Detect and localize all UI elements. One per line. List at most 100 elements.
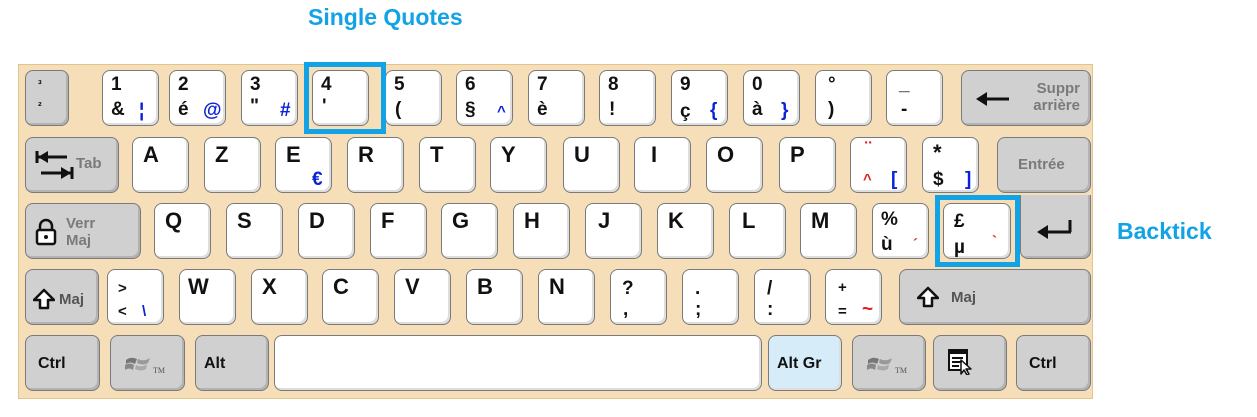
key-d[interactable]: D [298, 203, 355, 259]
key-c[interactable]: C [322, 269, 379, 325]
key-label-altgr: ¦ [139, 100, 145, 121]
key-label-bottom: ç [680, 101, 691, 122]
key-0[interactable]: 0 à } [743, 70, 800, 126]
right-shift-key[interactable]: Maj [899, 269, 1091, 325]
alt-gr-label: Alt Gr [777, 355, 822, 372]
key-8[interactable]: 8 ! [599, 70, 656, 126]
key-equals[interactable]: + = ~ [825, 269, 882, 325]
key-label-bottom: è [537, 99, 548, 120]
key-x[interactable]: X [251, 269, 308, 325]
key-superscript-2[interactable]: ³ ² [25, 70, 69, 126]
key-underscore[interactable]: _ - [886, 70, 943, 126]
enter-key-bottom[interactable] [1020, 195, 1091, 259]
key-label-bottom: ! [609, 99, 616, 120]
key-f[interactable]: F [370, 203, 427, 259]
key-3[interactable]: 3 " # [241, 70, 298, 126]
key-label-top: 5 [394, 74, 405, 95]
key-h[interactable]: H [513, 203, 570, 259]
key-r[interactable]: R [347, 137, 404, 193]
key-label-bottom: ; [695, 299, 702, 320]
key-label-top: B [477, 274, 493, 299]
key-t[interactable]: T [419, 137, 476, 193]
key-label-top: Q [165, 208, 183, 233]
key-j[interactable]: J [585, 203, 642, 259]
right-windows-key[interactable]: TM [852, 335, 926, 391]
left-windows-key[interactable]: TM [110, 335, 185, 391]
key-label-top: > [118, 280, 127, 297]
key-2[interactable]: 2 é @ [169, 70, 226, 126]
key-i[interactable]: I [634, 137, 691, 193]
key-b[interactable]: B [466, 269, 523, 325]
right-shift-label: Maj [951, 289, 977, 306]
key-label-top: T [430, 142, 444, 167]
key-label-bottom: & [111, 99, 125, 120]
key-z[interactable]: Z [204, 137, 261, 193]
key-w[interactable]: W [179, 269, 236, 325]
key-m[interactable]: M [800, 203, 857, 259]
key-l[interactable]: L [729, 203, 786, 259]
key-label-top: % [881, 209, 898, 230]
key-u[interactable]: U [563, 137, 620, 193]
key-a[interactable]: A [132, 137, 189, 193]
caps-lock-key[interactable]: Verr Maj [25, 203, 141, 259]
key-p[interactable]: P [779, 137, 836, 193]
key-u-grave[interactable]: % ù ´ [872, 203, 929, 259]
tm-label: TM [895, 366, 907, 375]
key-5[interactable]: 5 ( [385, 70, 442, 126]
key-label-top: L [742, 208, 756, 233]
key-4[interactable]: 4 ' [312, 70, 369, 126]
tab-key[interactable]: Tab [25, 137, 119, 193]
key-label-top: + [838, 279, 847, 296]
key-e[interactable]: E € [275, 137, 332, 193]
key-6[interactable]: 6 § ^ [456, 70, 513, 126]
key-1[interactable]: 1 & ¦ [102, 70, 159, 126]
key-label-bottom: = [838, 303, 847, 320]
tab-arrows-icon [35, 151, 74, 179]
right-ctrl-key[interactable]: Ctrl [1016, 335, 1091, 391]
key-label-bottom: < [118, 303, 127, 320]
key-label-top: P [790, 142, 805, 167]
key-semicolon[interactable]: . ; [682, 269, 739, 325]
key-s[interactable]: S [226, 203, 283, 259]
key-colon[interactable]: / : [754, 269, 811, 325]
key-angle-brackets[interactable]: > < \ [107, 269, 164, 325]
key-o[interactable]: O [706, 137, 763, 193]
key-dollar[interactable]: * $ ] [922, 137, 979, 193]
key-comma[interactable]: ? , [610, 269, 667, 325]
key-degree[interactable]: ° ) [815, 70, 872, 126]
single-quotes-callout: Single Quotes [308, 4, 463, 30]
key-circumflex-dead[interactable]: ¨ ^ [ [850, 137, 907, 193]
enter-key-top[interactable]: Entrée [997, 137, 1091, 193]
key-label-top: J [598, 208, 611, 233]
key-label-top: E [286, 142, 301, 167]
alt-label: Alt [204, 355, 226, 372]
left-shift-key[interactable]: Maj [25, 269, 99, 325]
key-label-dead: ~ [862, 299, 874, 320]
key-label-top: R [358, 142, 374, 167]
key-g[interactable]: G [441, 203, 498, 259]
key-label-top: K [668, 208, 684, 233]
key-7[interactable]: 7 è [528, 70, 585, 126]
key-mu[interactable]: £ µ ` [943, 203, 1011, 259]
key-v[interactable]: V [394, 269, 451, 325]
key-label-top: 2 [178, 74, 189, 95]
shift-arrow-icon [917, 286, 939, 308]
alt-key[interactable]: Alt [195, 335, 269, 391]
key-label-bottom: ( [395, 99, 402, 120]
key-q[interactable]: Q [154, 203, 211, 259]
key-label-top: D [309, 208, 325, 233]
backspace-key[interactable]: Suppr arrière [961, 70, 1091, 126]
key-label-altgr: € [312, 169, 323, 190]
space-bar[interactable] [274, 335, 762, 391]
menu-key[interactable] [933, 335, 1007, 391]
key-n[interactable]: N [538, 269, 595, 325]
single-quote-key-highlight [304, 62, 386, 134]
key-label-bottom: µ [954, 237, 965, 258]
windows-logo-icon [867, 357, 892, 371]
key-k[interactable]: K [657, 203, 714, 259]
left-ctrl-key[interactable]: Ctrl [25, 335, 100, 391]
key-9[interactable]: 9 ç { [671, 70, 728, 126]
backtick-callout: Backtick [1117, 218, 1212, 244]
alt-gr-key[interactable]: Alt Gr [768, 335, 842, 391]
key-y[interactable]: Y [490, 137, 547, 193]
